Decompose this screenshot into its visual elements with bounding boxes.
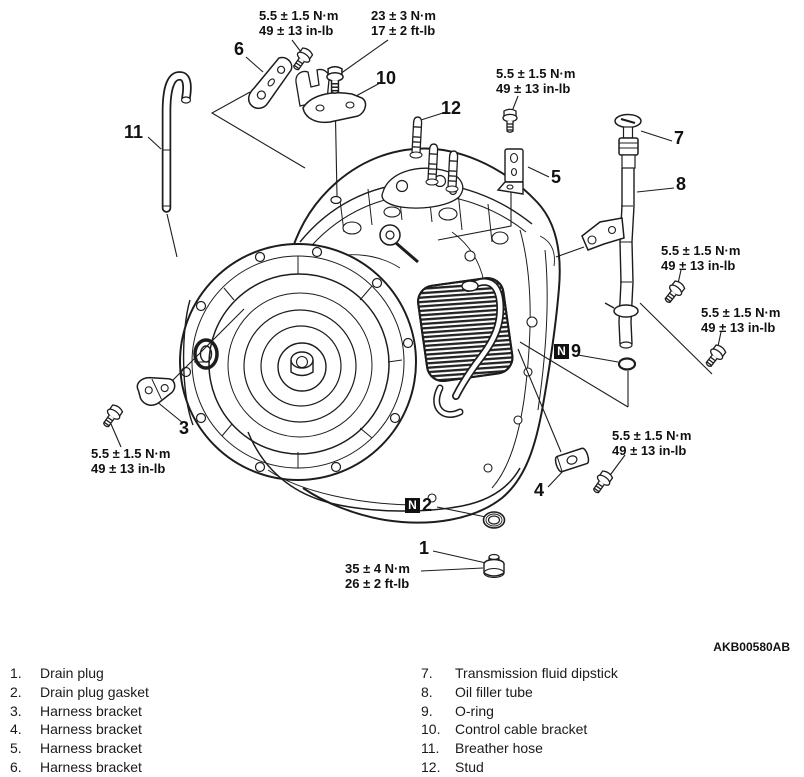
legend-item-9: 9.O-ring [421,702,494,719]
parts-legend-left: 1.Drain plug 2.Drain plug gasket 3.Harne… [10,664,400,777]
callout-8: 8 [676,174,687,194]
callout-10: 10 [376,68,397,88]
legend-item-11: 11.Breather hose [421,740,543,757]
breather-hose-art [161,71,192,213]
callout-7: 7 [674,128,685,148]
legend-item-12: 12.Stud [421,758,484,775]
non-reusable-symbol: N [554,343,569,359]
drain-plug-gasket-art [482,511,506,529]
legend-item-8: 8.Oil filler tube [421,683,533,700]
callout-5: 5 [551,167,562,187]
harness-bracket-6-art [247,56,293,110]
torque-label-bracket6: 5.5 ± 1.5 N·m 49 ± 13 in-lb [259,8,339,38]
legend-item-6: 6.Harness bracket [10,758,142,775]
bell-housing-art [179,243,521,512]
legend-item-2: 2.Drain plug gasket [10,683,149,700]
callout-11: 11 [124,122,144,142]
oil-filler-tube-art [581,113,642,349]
torque-label-drain-plug: 35 ± 4 N·m 26 ± 2 ft-lb [345,561,410,591]
torque-label-bracket3: 5.5 ± 1.5 N·m 49 ± 13 in-lb [91,446,171,476]
callout-6: 6 [234,39,245,59]
harness-bracket-5-art [496,148,524,195]
o-ring-art [617,357,637,371]
torque-label-tube-upper: 5.5 ± 1.5 N·m 49 ± 13 in-lb [661,243,741,273]
legend-item-3: 3.Harness bracket [10,702,142,719]
figure-code: AKB00580AB [713,640,790,654]
torque-label-bracket4: 5.5 ± 1.5 N·m 49 ± 13 in-lb [612,428,692,458]
callout-4: 4 [534,480,545,500]
torque-label-bracket10: 23 ± 3 N·m 17 ± 2 ft-lb [371,8,436,38]
torque-label-bracket5: 5.5 ± 1.5 N·m 49 ± 13 in-lb [496,66,576,96]
callout-12: 12 [441,98,462,118]
callout-1: 1 [419,538,430,558]
legend-item-10: 10.Control cable bracket [421,721,588,738]
leader-lines [110,39,722,572]
legend-item-5: 5.Harness bracket [10,740,142,757]
harness-bracket-3-art [136,376,176,407]
stud-art [409,116,459,193]
torque-label-tube-lower: 5.5 ± 1.5 N·m 49 ± 13 in-lb [701,305,781,335]
drain-plug-art [483,553,505,579]
callout-3: 3 [179,418,190,438]
oil-cooler-art [417,277,514,418]
legend-item-1: 1.Drain plug [10,665,104,681]
parts-legend-right: 7.Transmission fluid dipstick 8.Oil fill… [421,664,791,777]
transaxle-line-art [99,39,729,579]
legend-item-7: 7.Transmission fluid dipstick [421,665,618,681]
harness-bracket-4-art [554,447,590,473]
legend-item-4: 4.Harness bracket [10,721,142,738]
non-reusable-symbol: N [405,497,420,513]
